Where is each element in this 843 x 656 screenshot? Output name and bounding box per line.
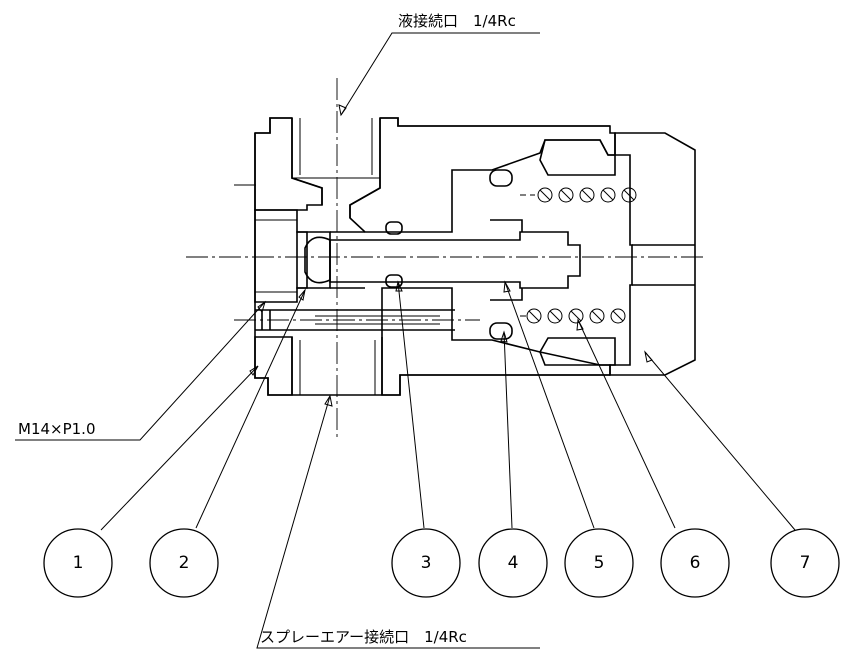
thread-spec-label: M14×P1.0 (18, 420, 96, 438)
balloon-3: 3 (391, 528, 461, 598)
lower-port-bore (291, 337, 383, 395)
balloon-6-number: 6 (690, 553, 701, 573)
balloon-2: 2 (149, 528, 219, 598)
compression-spring (520, 187, 637, 324)
o-ring-small-lower (385, 274, 403, 288)
upper-port-bore (291, 118, 381, 218)
center-lines (186, 78, 705, 440)
balloon-1: 1 (43, 528, 113, 598)
balloon-6: 6 (660, 528, 730, 598)
balloon-5: 5 (564, 528, 634, 598)
balloon-1-number: 1 (73, 553, 84, 573)
o-ring-small-upper (385, 221, 403, 235)
liquid-port-label: 液接続口 1/4Rc (398, 12, 516, 30)
balloon-5-number: 5 (594, 553, 605, 573)
body-upper-section (254, 117, 323, 211)
body-lower-right-section (381, 287, 611, 396)
balloon-3-number: 3 (421, 553, 432, 573)
needle-valve (329, 219, 581, 301)
balloon-2-number: 2 (179, 553, 190, 573)
nozzle-insert (254, 209, 331, 303)
o-ring-large-upper (489, 169, 513, 187)
end-cap (538, 132, 696, 376)
balloon-7-number: 7 (800, 553, 811, 573)
air-port-label: スプレーエアー接続口 1/4Rc (260, 628, 467, 646)
o-ring-large-lower (489, 322, 513, 340)
balloon-7: 7 (770, 528, 840, 598)
valve-body (254, 117, 616, 396)
balloon-4: 4 (478, 528, 548, 598)
leader-lines (15, 32, 796, 649)
balloon-4-number: 4 (508, 553, 519, 573)
